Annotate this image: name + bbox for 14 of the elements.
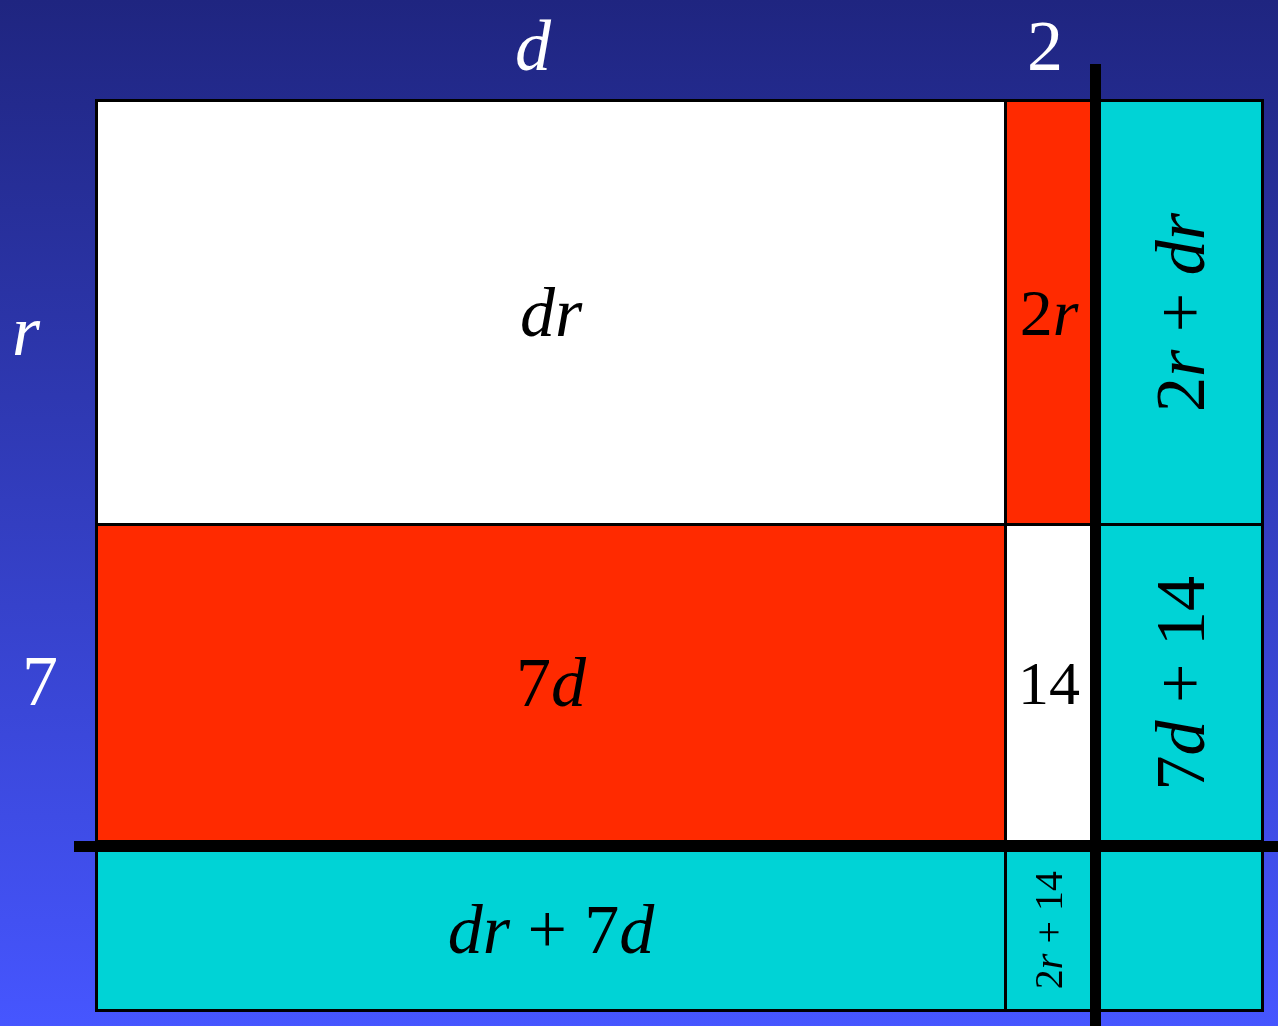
expression-text: 2r + dr [1145,213,1216,412]
expression-text: 7d [516,648,586,718]
area-cell [95,523,1007,843]
dimension-label: r [12,295,41,367]
area-cell [95,99,1007,526]
expression-text: 2r + 14 [1029,870,1069,990]
expression-text: 14 [1018,652,1080,714]
expression-text: dr [519,277,583,348]
expression-text: dr + 7d [447,895,655,965]
dimension-label: 2 [1027,10,1063,82]
dimension-label: 7 [22,645,58,717]
expression-text: 2r [1019,279,1079,346]
dimension-label: d [515,10,551,82]
expression-text: 7d + 14 [1145,575,1216,791]
